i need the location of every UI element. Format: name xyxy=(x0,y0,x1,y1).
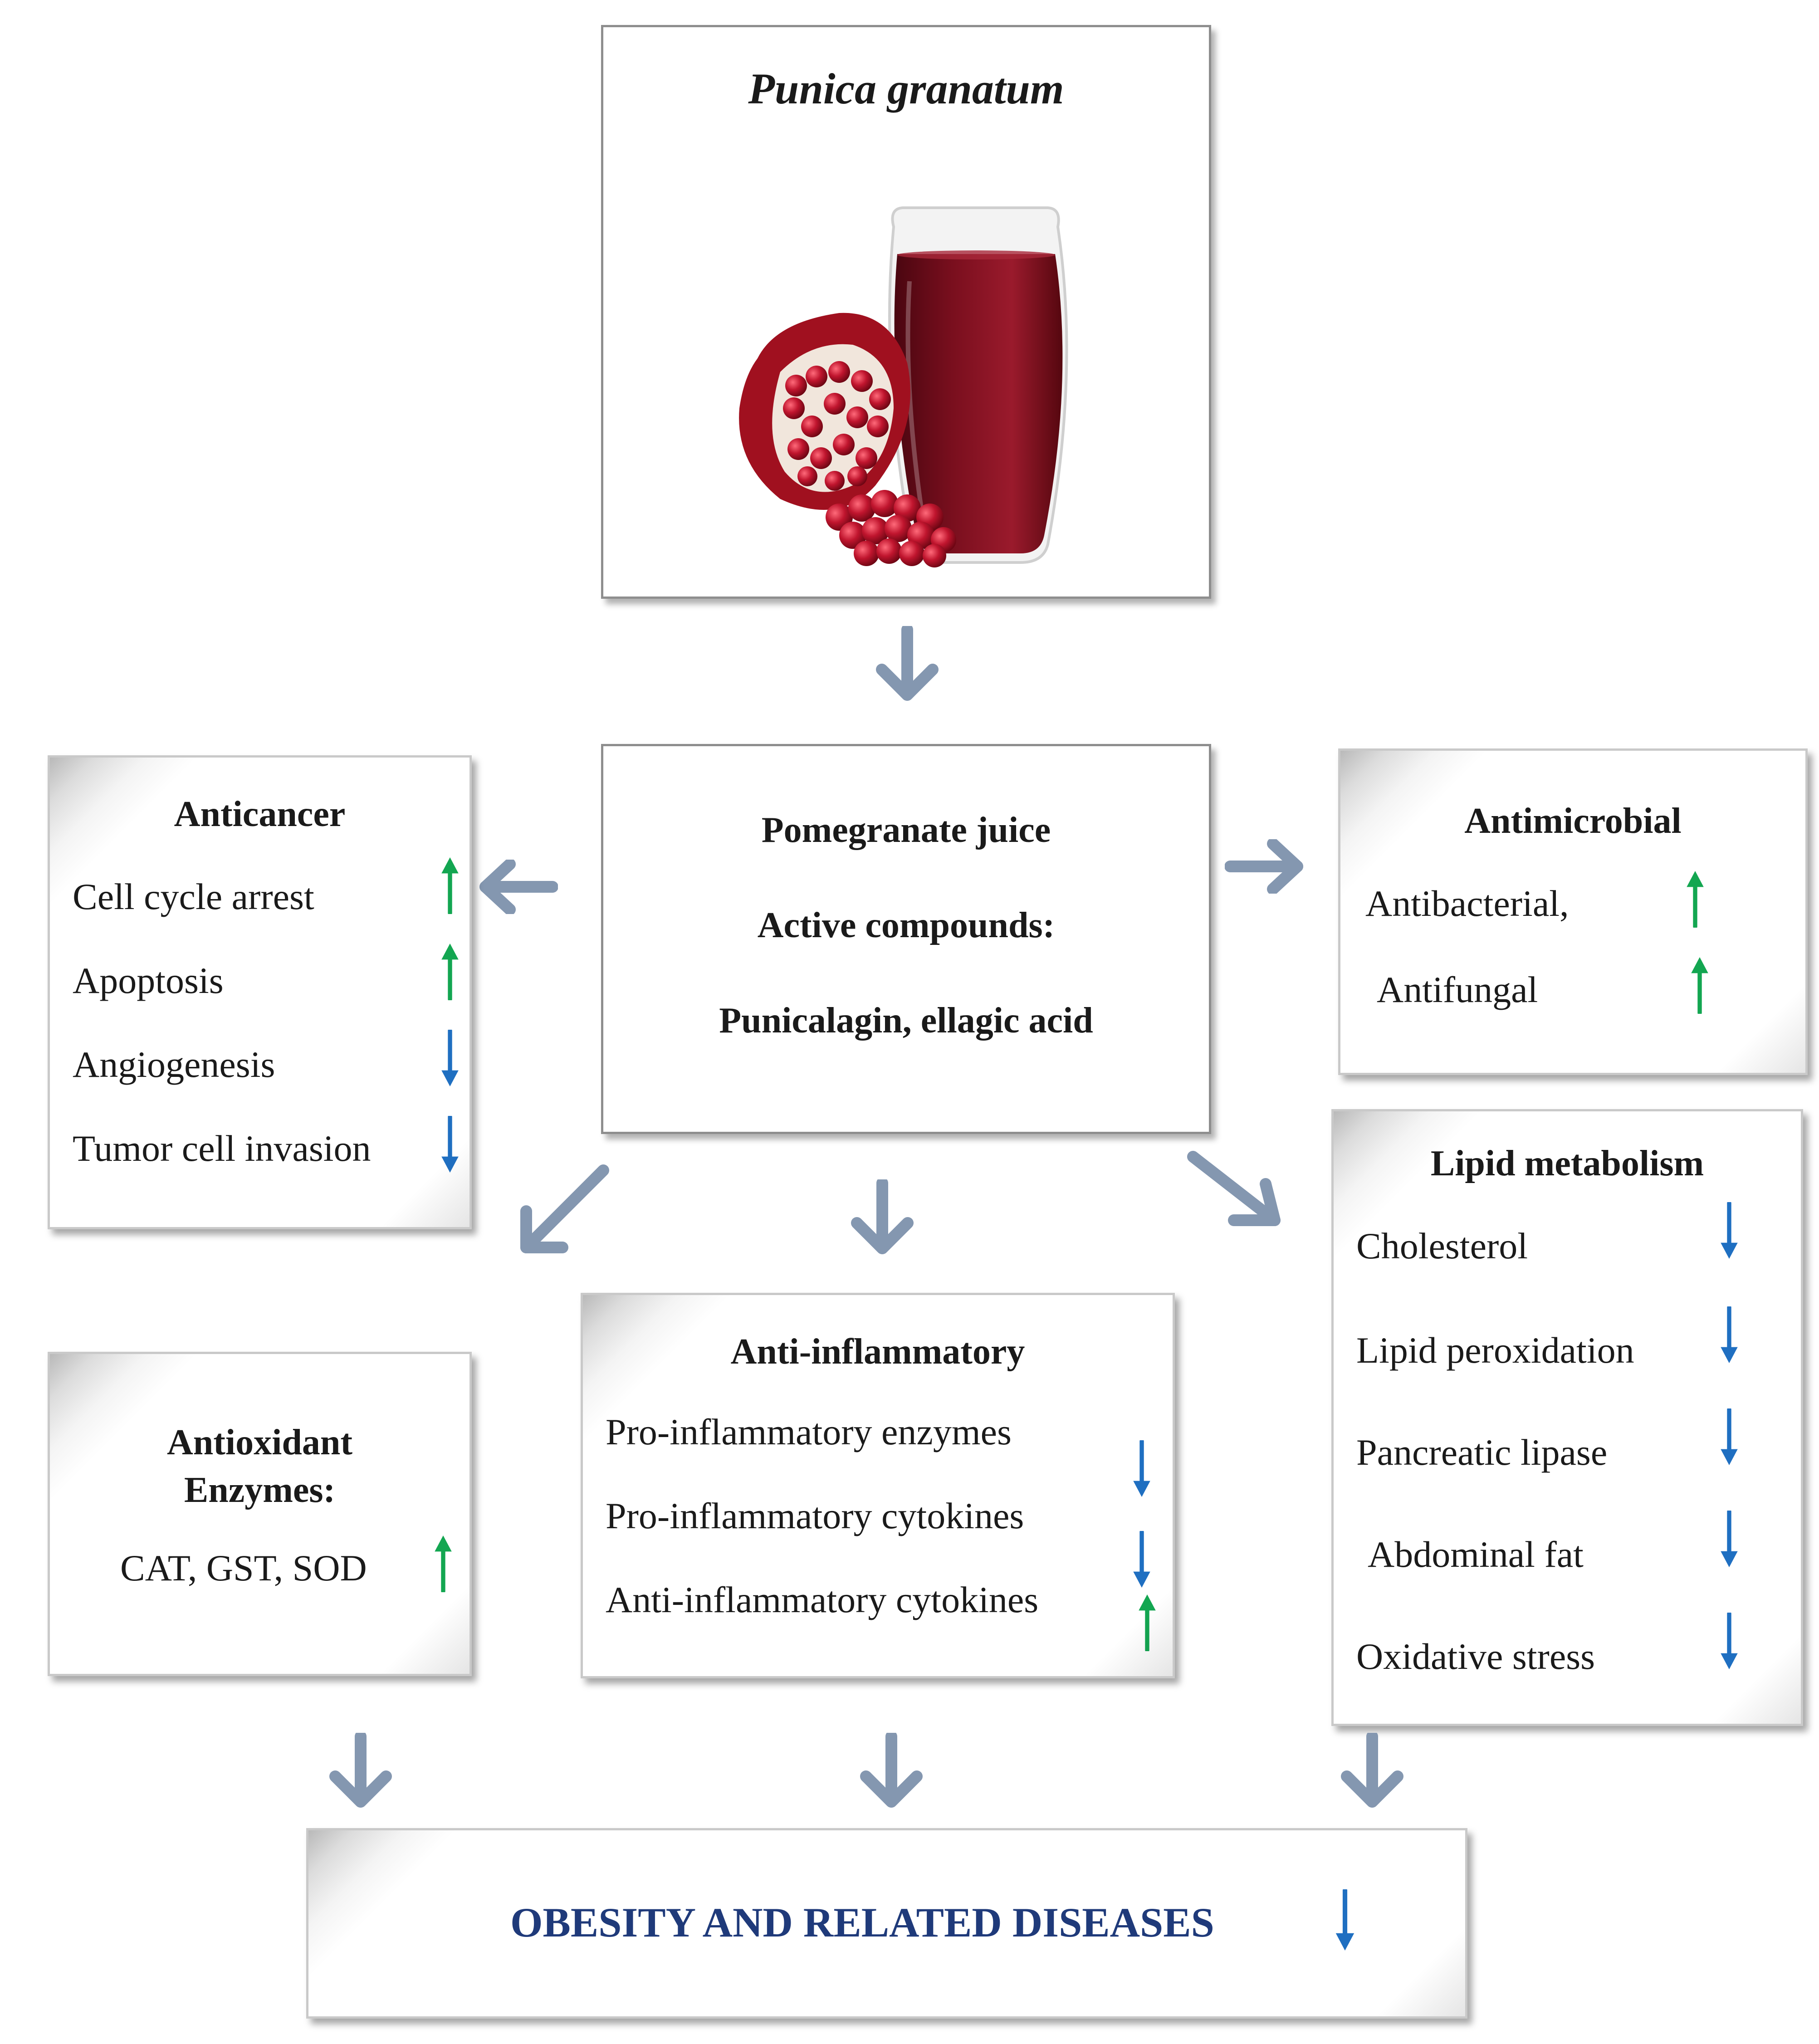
anti-inflammatory-item-label: Pro-inflammatory enzymes xyxy=(606,1411,1012,1452)
center-title: Pomegranate juice xyxy=(761,810,1051,850)
increase-arrow-icon xyxy=(433,1535,453,1592)
increase-arrow-icon xyxy=(440,857,460,914)
decrease-arrow-icon xyxy=(1719,1613,1739,1669)
lipid-item-label: Abdominal fat xyxy=(1368,1534,1584,1575)
species-title: Punica granatum xyxy=(748,64,1064,113)
flow-arrow-down xyxy=(860,1733,923,1810)
flow-arrow-down-center xyxy=(851,1179,914,1257)
lipid-item-label: Lipid peroxidation xyxy=(1356,1330,1634,1371)
increase-arrow-icon xyxy=(1137,1594,1157,1651)
anticancer-title: Anticancer xyxy=(174,794,346,834)
decrease-arrow-icon xyxy=(1132,1531,1152,1588)
decrease-arrow-icon xyxy=(440,1116,460,1173)
anti-inflammatory-item-label: Pro-inflammatory cytokines xyxy=(606,1495,1024,1536)
flow-arrow-down xyxy=(1340,1733,1404,1810)
antimicrobial-box: Antimicrobial Antibacterial, Antifungal xyxy=(1338,748,1808,1075)
anticancer-item-label: Tumor cell invasion xyxy=(73,1128,371,1169)
anti-inflammatory-box: Anti-inflammatory Pro-inflammatory enzym… xyxy=(581,1293,1175,1678)
antimicrobial-title: Antimicrobial xyxy=(1464,801,1682,841)
decrease-arrow-icon xyxy=(1719,1202,1739,1259)
anti-inflammatory-item-label: Anti-inflammatory cytokines xyxy=(606,1579,1039,1620)
flow-arrow-down-right xyxy=(1187,1151,1281,1226)
center-compounds: Punicalagin, ellagic acid xyxy=(719,1001,1093,1041)
pomegranate-juice-illustration xyxy=(739,206,1068,567)
lipid-title: Lipid metabolism xyxy=(1430,1144,1704,1183)
anti-inflammatory-title: Anti-inflammatory xyxy=(730,1332,1025,1372)
antioxidant-title: Antioxidant xyxy=(167,1423,352,1462)
antimicrobial-item-label: Antifungal xyxy=(1377,969,1538,1010)
anticancer-box: Anticancer Cell cycle arrest Apoptosis A… xyxy=(48,755,472,1229)
flow-arrow-left xyxy=(479,860,558,914)
outcome-box: OBESITY AND RELATED DISEASES xyxy=(306,1828,1467,2019)
species-box: Punica granatum xyxy=(601,25,1211,599)
anticancer-item-label: Apoptosis xyxy=(73,960,224,1001)
increase-arrow-icon xyxy=(440,944,460,1000)
flow-arrow-down-left xyxy=(520,1164,609,1253)
antimicrobial-item-label: Antibacterial, xyxy=(1365,883,1569,924)
decrease-arrow-icon xyxy=(440,1030,460,1086)
antioxidant-box: Antioxidant Enzymes: CAT, GST, SOD xyxy=(48,1352,472,1676)
flow-arrow-down xyxy=(329,1733,392,1810)
anticancer-item-label: Angiogenesis xyxy=(73,1044,275,1085)
antioxidant-item-label: CAT, GST, SOD xyxy=(120,1547,367,1589)
lipid-item-label: Cholesterol xyxy=(1356,1225,1528,1266)
increase-arrow-icon xyxy=(1690,957,1710,1014)
antioxidant-subtitle: Enzymes: xyxy=(184,1470,336,1510)
decrease-arrow-icon xyxy=(1719,1408,1739,1465)
increase-arrow-icon xyxy=(1685,871,1705,928)
decrease-arrow-icon xyxy=(1719,1511,1739,1567)
flow-arrow-down xyxy=(875,626,939,703)
decrease-arrow-icon xyxy=(1132,1440,1152,1497)
active-compounds-box: Pomegranate juice Active compounds: Puni… xyxy=(601,744,1211,1134)
flow-arrow-right xyxy=(1225,839,1303,894)
lipid-metabolism-box: Lipid metabolism Cholesterol Lipid perox… xyxy=(1331,1109,1803,1726)
outcome-label: OBESITY AND RELATED DISEASES xyxy=(510,1899,1214,1946)
anticancer-item-label: Cell cycle arrest xyxy=(73,876,314,917)
center-subtitle: Active compounds: xyxy=(757,905,1055,945)
lipid-item-label: Oxidative stress xyxy=(1356,1636,1595,1677)
lipid-item-label: Pancreatic lipase xyxy=(1356,1432,1608,1473)
decrease-arrow-icon xyxy=(1719,1306,1739,1363)
decrease-arrow-icon xyxy=(1334,1889,1356,1951)
